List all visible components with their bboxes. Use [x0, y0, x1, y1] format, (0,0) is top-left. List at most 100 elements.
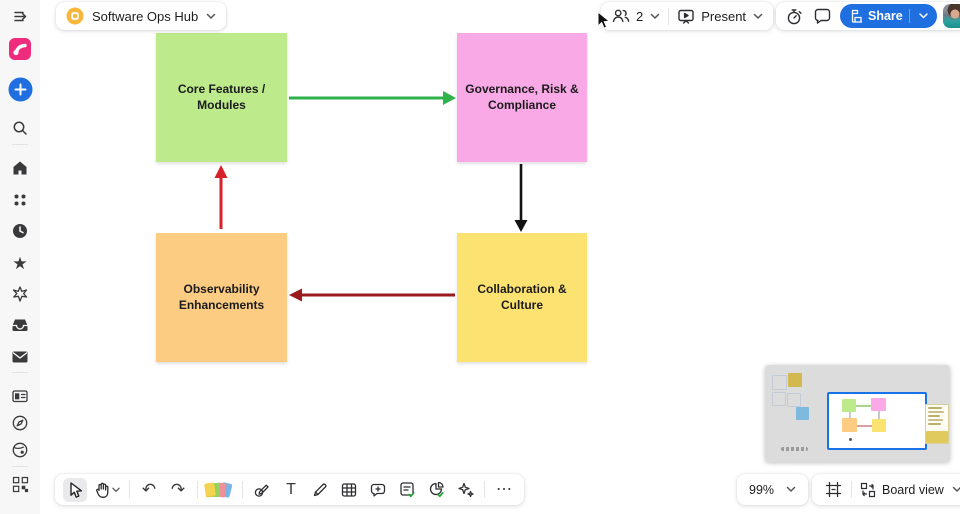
help-avatar-icon[interactable]: [8, 438, 32, 462]
share-actions-bar: Share: [776, 2, 960, 30]
sidebar-divider: [12, 466, 28, 467]
mini-note-core: [842, 399, 856, 412]
connector-collaboration-to-observability[interactable]: [289, 288, 455, 302]
connector-observability-to-core[interactable]: [214, 165, 228, 229]
mini-cursor-dot: [849, 438, 852, 441]
sidebar-divider: [12, 144, 28, 145]
board-title: Software Ops Hub: [92, 8, 199, 24]
chevron-down-icon[interactable]: [914, 13, 933, 19]
divider: [908, 9, 910, 23]
minimap-shape: [772, 375, 787, 390]
sticky-note-core-features[interactable]: Core Features / Modules: [156, 33, 287, 162]
mini-note-governance: [871, 398, 886, 411]
divider: [129, 481, 130, 498]
comments-icon[interactable]: [810, 4, 834, 28]
timer-icon[interactable]: [782, 4, 806, 28]
expand-sidebar-icon[interactable]: [8, 4, 32, 28]
minimap[interactable]: [765, 365, 950, 462]
minimap-shape: [772, 392, 786, 406]
undo-button[interactable]: ↶: [141, 480, 157, 499]
view-label[interactable]: Board view: [882, 482, 944, 497]
connector-governance-to-collaboration[interactable]: [514, 164, 528, 232]
sticky-note-text: Governance, Risk & Compliance: [465, 81, 579, 112]
sticky-note-observability[interactable]: Observability Enhancements: [156, 233, 287, 362]
bottom-toolbar: ↶ ↷ T ⋯: [55, 474, 524, 505]
present-icon[interactable]: [677, 8, 695, 25]
mail-envelope-icon[interactable]: [8, 345, 32, 369]
share-button[interactable]: Share: [840, 4, 937, 28]
zoom-control[interactable]: 99%: [737, 474, 809, 505]
divider: [242, 481, 243, 498]
chevron-down-icon[interactable]: [786, 486, 796, 493]
minimap-viewport[interactable]: [827, 392, 927, 450]
share-org-icon: [850, 9, 863, 23]
minimap-shape: [796, 407, 809, 420]
recent-clock-icon[interactable]: [8, 219, 32, 243]
chevron-down-icon: [112, 487, 120, 492]
chart-tool[interactable]: [424, 478, 448, 502]
divider: [484, 481, 485, 498]
comment-tool[interactable]: [366, 478, 390, 502]
pen-tool[interactable]: [308, 478, 332, 502]
mini-connector: [844, 405, 878, 407]
sticky-note-collaboration[interactable]: Collaboration & Culture: [457, 233, 587, 362]
table-tool[interactable]: [337, 478, 361, 502]
sticky-note-tool[interactable]: [204, 479, 235, 501]
chevron-down-icon[interactable]: [650, 13, 660, 20]
share-label: Share: [868, 9, 903, 23]
mini-note-collaboration: [872, 419, 886, 432]
view-controls: Board view: [812, 474, 960, 505]
collaborators-count[interactable]: 2: [636, 8, 644, 24]
board-icon: [66, 7, 84, 25]
minimap-doc-thumbnail: [925, 404, 949, 444]
frames-icon[interactable]: [821, 478, 845, 502]
hand-tool[interactable]: [92, 478, 122, 502]
connector-core-to-governance[interactable]: [289, 91, 456, 105]
divider: [197, 481, 198, 498]
shapes-tool[interactable]: [250, 478, 274, 502]
chevron-down-icon[interactable]: [952, 486, 960, 493]
sticky-note-text: Observability Enhancements: [178, 281, 265, 312]
sticky-note-text: Collaboration & Culture: [477, 281, 567, 312]
mini-connector: [878, 402, 880, 428]
zoom-level: 99%: [749, 482, 775, 497]
templates-icon[interactable]: [8, 282, 32, 306]
inbox-tray-icon[interactable]: [8, 313, 32, 337]
chevron-down-icon[interactable]: [753, 13, 763, 20]
mini-connector: [847, 425, 881, 427]
mini-connector: [849, 402, 851, 428]
create-new-button[interactable]: [8, 77, 32, 101]
sticky-note-governance[interactable]: Governance, Risk & Compliance: [457, 33, 587, 162]
user-avatar[interactable]: [942, 4, 960, 28]
panels-icon[interactable]: [8, 384, 32, 408]
present-label[interactable]: Present: [701, 8, 747, 24]
chevron-down-icon[interactable]: [206, 13, 216, 20]
ai-sparkles-icon[interactable]: [453, 478, 477, 502]
app-logo[interactable]: [8, 37, 32, 61]
board-view-icon[interactable]: [858, 478, 878, 502]
favorites-star-icon[interactable]: ★: [12, 253, 28, 273]
collaborators-icon[interactable]: [611, 7, 631, 25]
left-sidebar: ★: [0, 0, 40, 514]
mini-note-observability: [842, 418, 857, 432]
home-icon[interactable]: [8, 156, 32, 180]
compass-icon[interactable]: [8, 411, 32, 435]
board-title-chip[interactable]: Software Ops Hub: [56, 2, 227, 30]
text-tool[interactable]: T: [286, 480, 296, 498]
card-tool[interactable]: [395, 478, 419, 502]
sticky-note-text: Core Features / Modules: [177, 81, 266, 112]
qr-grid-icon[interactable]: [8, 472, 32, 496]
divider: [668, 7, 670, 25]
sticky-yellow: [204, 481, 216, 498]
more-tools-button[interactable]: ⋯: [496, 480, 512, 498]
apps-dots-icon[interactable]: [8, 188, 32, 212]
divider: [851, 481, 852, 498]
sidebar-divider: [12, 372, 28, 373]
search-icon[interactable]: [8, 116, 32, 140]
redo-button[interactable]: ↷: [170, 480, 186, 499]
minimap-shape: [787, 393, 801, 407]
select-tool[interactable]: [63, 477, 87, 502]
collaboration-presentation-bar: 2 Present: [601, 2, 774, 30]
minimap-shape: [788, 373, 802, 387]
